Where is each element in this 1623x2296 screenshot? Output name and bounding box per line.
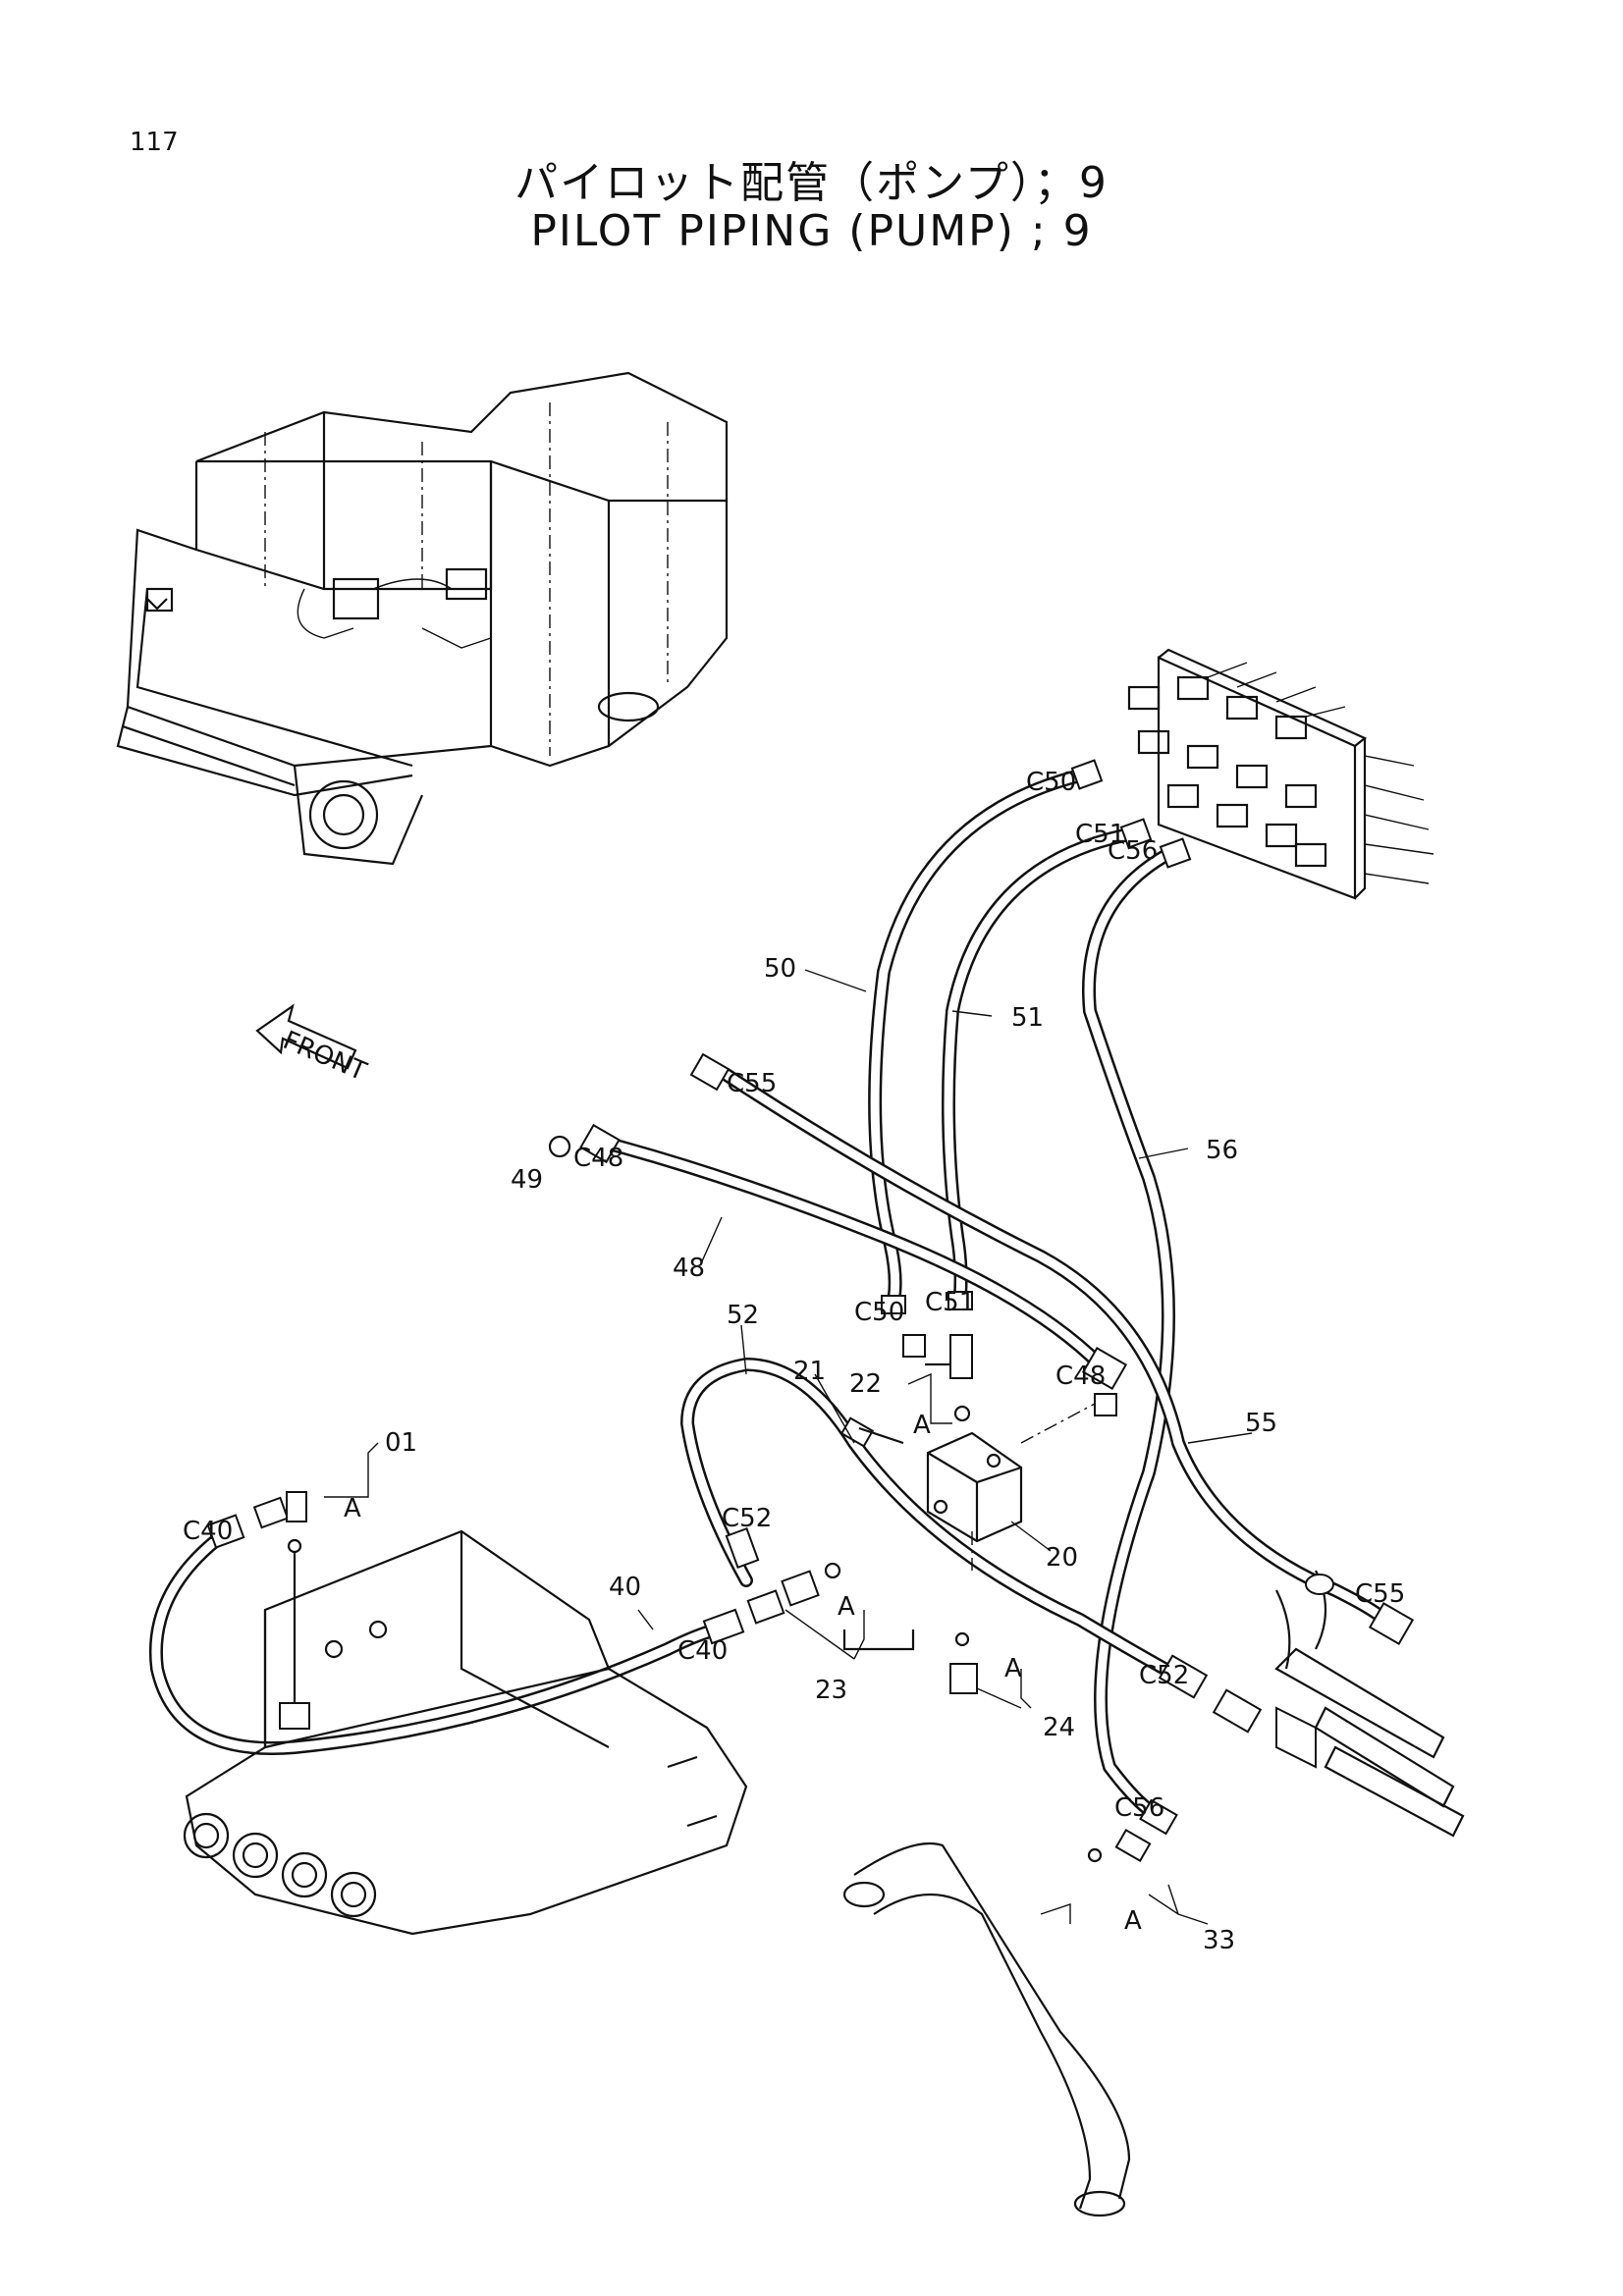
callout-21: 21	[793, 1357, 826, 1386]
title-english: PILOT PIPING (PUMP) ; 9	[530, 206, 1093, 256]
fittings	[206, 759, 1415, 1863]
front-direction-arrow: FRONT	[255, 1003, 371, 1087]
reference-mark-a-5: A	[1124, 1906, 1142, 1936]
hoses	[149, 769, 1391, 1823]
page-number: 117	[130, 128, 179, 157]
connection-c52-b: C52	[1139, 1661, 1189, 1690]
callout-49: 49	[511, 1165, 543, 1195]
callout-52: 52	[727, 1301, 759, 1330]
connection-c48-b: C48	[1055, 1362, 1106, 1391]
callout-01: 01	[385, 1428, 417, 1458]
callout-55: 55	[1245, 1409, 1277, 1438]
connection-c52-a: C52	[722, 1504, 772, 1533]
reference-mark-a-2: A	[913, 1411, 931, 1440]
connection-c51-b: C51	[925, 1288, 975, 1317]
connection-c48-a: C48	[573, 1144, 623, 1173]
callout-24: 24	[1043, 1713, 1075, 1742]
callout-40: 40	[609, 1573, 641, 1602]
callout-48: 48	[673, 1254, 705, 1283]
reference-mark-a-3: A	[838, 1592, 855, 1622]
connection-c40-b: C40	[677, 1636, 728, 1666]
connection-c50-a: C50	[1026, 768, 1076, 797]
pump-body	[183, 1529, 748, 1936]
callout-33: 33	[1203, 1926, 1235, 1955]
part-callouts: 01 20 21 22 23 24 33 40 48 49 50 51 52 5…	[385, 954, 1277, 1955]
callout-20: 20	[1046, 1543, 1078, 1573]
leader-lines	[324, 969, 1253, 1925]
pump-pipe-assembly	[1212, 1570, 1465, 1838]
front-label: FRONT	[279, 1026, 371, 1087]
reference-mark-a-4: A	[1004, 1654, 1022, 1683]
connection-c40-a: C40	[183, 1517, 233, 1546]
title-japanese: パイロット配管（ポンプ）；9	[514, 158, 1109, 208]
connection-c55-b: C55	[1355, 1579, 1405, 1609]
machine-overview-illustration	[116, 371, 729, 866]
connection-c51-a: C51	[1075, 820, 1125, 849]
callout-56: 56	[1206, 1136, 1238, 1165]
valve-block-20	[926, 1403, 1096, 1571]
callout-50: 50	[764, 954, 796, 984]
reference-marks: A A A A A	[344, 1411, 1142, 1936]
connection-c50-b: C50	[854, 1298, 904, 1327]
callout-22: 22	[849, 1369, 882, 1399]
pilot-control-valve-block	[1127, 648, 1434, 900]
callout-23: 23	[815, 1676, 847, 1705]
connection-labels: C40 C40 C48 C48 C50 C50 C51 C51 C52 C52 …	[183, 768, 1405, 1823]
suction-pipe	[842, 1842, 1131, 2217]
callout-51: 51	[1011, 1003, 1044, 1033]
connection-c55-a: C55	[727, 1069, 777, 1098]
connection-c56-a: C56	[1108, 836, 1158, 866]
reference-mark-a-1: A	[344, 1494, 361, 1523]
connection-c56-b: C56	[1114, 1793, 1164, 1823]
